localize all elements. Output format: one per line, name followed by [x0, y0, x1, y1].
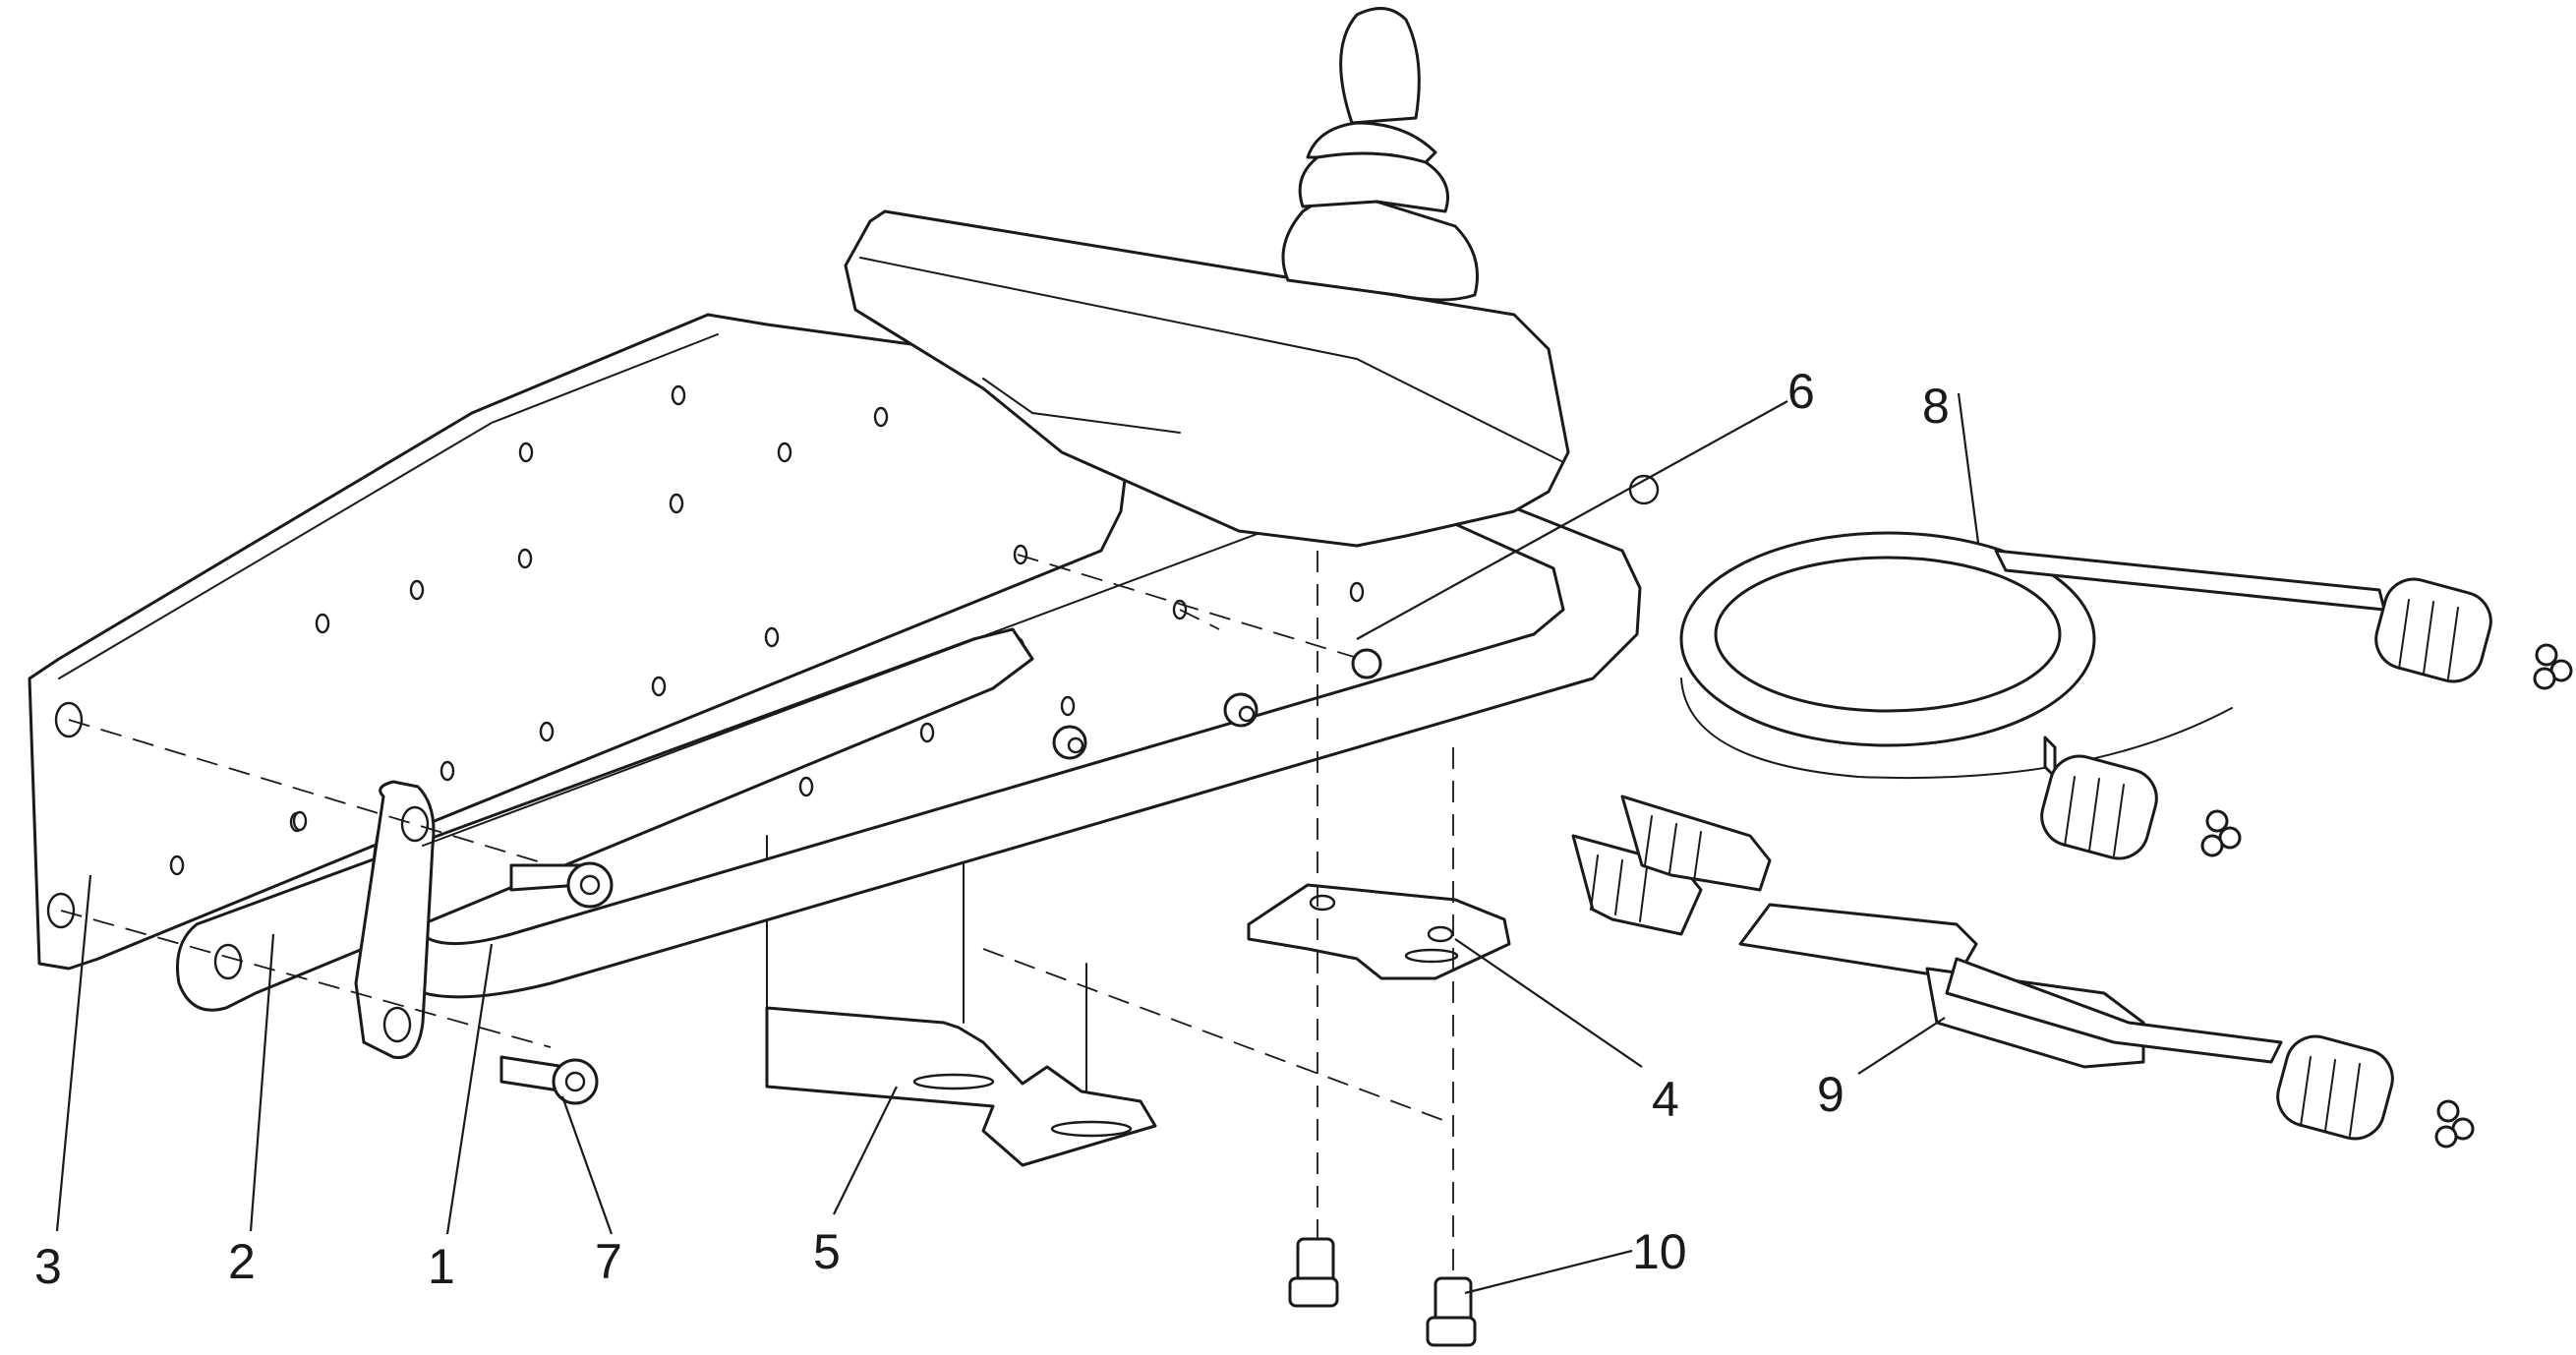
part-5-lower-bracket — [765, 835, 1157, 1167]
part-8-coiled-cable — [1679, 531, 2573, 860]
callout-9: 9 — [1817, 1067, 1844, 1122]
callout-3: 3 — [34, 1239, 62, 1294]
part-4-small-plate — [1247, 883, 1511, 980]
callout-5: 5 — [813, 1224, 841, 1279]
callout-1: 1 — [428, 1239, 455, 1294]
leader-lines — [55, 392, 1980, 1295]
callout-2: 2 — [228, 1234, 256, 1289]
bolts — [499, 648, 1477, 1347]
callout-8: 8 — [1922, 379, 1950, 434]
callout-6: 6 — [1787, 364, 1815, 419]
callout-labels: 3 2 1 7 5 4 6 8 9 10 — [34, 364, 1950, 1294]
callout-4: 4 — [1652, 1072, 1679, 1127]
callout-7: 7 — [595, 1234, 622, 1289]
part-9-y-splitter-cable — [1571, 795, 2475, 1149]
assembly-lines — [60, 551, 1454, 1278]
callout-10: 10 — [1632, 1224, 1687, 1279]
joystick-controller — [844, 7, 1660, 678]
